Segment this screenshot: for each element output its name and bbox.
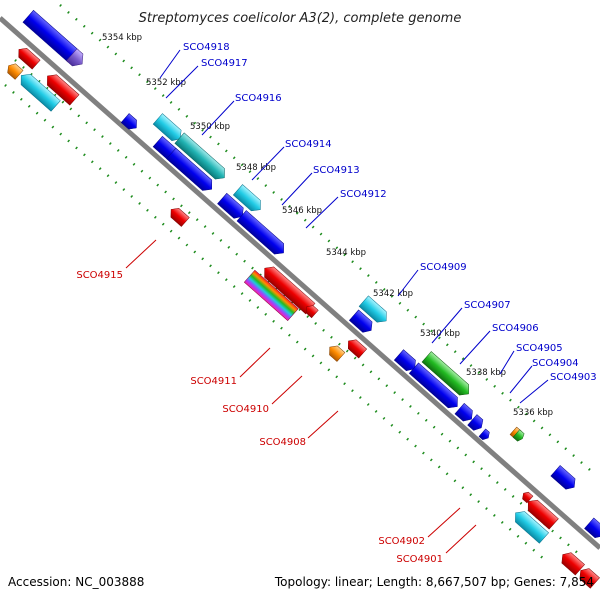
gene-feature[interactable] [421,351,473,400]
track-guides [4,4,591,561]
gene-feature[interactable] [217,192,247,221]
gene-feature[interactable] [43,71,80,106]
kbp-tick-label: 5344 kbp [326,248,366,258]
gene-label[interactable]: SCO4917 [201,58,248,69]
gene-label[interactable]: SCO4912 [340,189,387,200]
kbp-tick-label: 5346 kbp [282,206,322,216]
kbp-tick-label: 5342 kbp [373,289,413,299]
gene-feature[interactable] [152,113,185,144]
gene-label[interactable]: SCO4908 [259,437,306,448]
gene-label[interactable]: SCO4906 [492,323,539,334]
gene-feature[interactable] [511,508,549,544]
gene-feature[interactable] [243,269,299,321]
gene-label[interactable]: SCO4907 [464,300,511,311]
reverse-gene-labels: SCO4915 SCO4911 SCO4910 SCO4908 SCO4902 … [76,270,443,565]
gene-feature[interactable] [558,549,585,576]
gene-feature[interactable] [236,210,288,259]
gene-feature[interactable] [166,147,217,194]
gene-feature[interactable] [344,336,368,359]
gene-feature[interactable] [467,414,486,433]
gene-label[interactable]: SCO4911 [190,376,237,387]
gene-feature[interactable] [478,428,492,442]
genome-summary-text: Topology: linear; Length: 8,667,507 bp; … [274,575,594,589]
gene-feature[interactable] [512,429,526,443]
forward-strand-features [22,9,600,541]
gene-feature[interactable] [408,362,462,412]
gene-label[interactable]: SCO4901 [396,554,443,565]
kbp-tick-label: 5348 kbp [236,163,276,173]
genome-backbone [0,16,600,550]
reverse-inner-track [4,84,546,561]
gene-label[interactable]: SCO4916 [235,93,282,104]
gene-label[interactable]: SCO4909 [420,262,467,273]
kbp-scale: 5354 kbp 5352 kbp 5350 kbp 5348 kbp 5346… [102,33,553,418]
gene-feature[interactable] [326,343,346,362]
gene-label[interactable]: SCO4902 [378,536,425,547]
gene-feature[interactable] [120,113,140,133]
gene-feature[interactable] [15,45,41,70]
gene-feature[interactable] [393,349,419,374]
accession-text: Accession: NC_003888 [8,575,144,589]
reverse-strand-features [5,45,600,589]
gene-feature[interactable] [550,465,579,492]
gene-label[interactable]: SCO4905 [516,343,563,354]
forward-gene-labels: SCO4918 SCO4917 SCO4916 SCO4914 SCO4913 … [183,42,597,383]
gene-label[interactable]: SCO4913 [313,165,360,176]
kbp-tick-label: 5336 kbp [513,408,553,418]
gene-feature[interactable] [5,61,24,80]
map-title: Streptomyces coelicolor A3(2), complete … [139,11,462,26]
reverse-label-leaders [125,239,477,554]
gene-feature[interactable] [576,565,600,589]
forward-label-leaders [159,49,549,404]
gene-feature[interactable] [167,205,190,227]
gene-feature[interactable] [520,490,534,504]
kbp-tick-label: 5352 kbp [146,78,186,88]
gene-feature[interactable] [17,70,61,112]
gene-feature[interactable] [454,402,476,424]
gene-feature[interactable] [358,295,391,326]
gene-label[interactable]: SCO4903 [550,372,597,383]
gene-feature[interactable] [66,48,87,70]
gene-feature[interactable] [348,309,376,336]
gene-feature[interactable] [584,517,600,541]
gene-feature[interactable] [524,496,559,530]
gene-feature[interactable] [260,263,316,315]
gene-label[interactable]: SCO4904 [532,358,579,369]
gene-label[interactable]: SCO4914 [285,139,332,150]
gene-feature[interactable] [232,184,265,215]
gene-feature[interactable] [303,303,319,319]
forward-outer-track [59,4,591,471]
gene-feature[interactable] [174,132,229,183]
kbp-tick-label: 5354 kbp [102,33,142,43]
gene-label[interactable]: SCO4910 [222,404,269,415]
kbp-tick-label: 5338 kbp [466,368,506,378]
gene-label[interactable]: SCO4915 [76,270,123,281]
gene-label[interactable]: SCO4918 [183,42,230,53]
